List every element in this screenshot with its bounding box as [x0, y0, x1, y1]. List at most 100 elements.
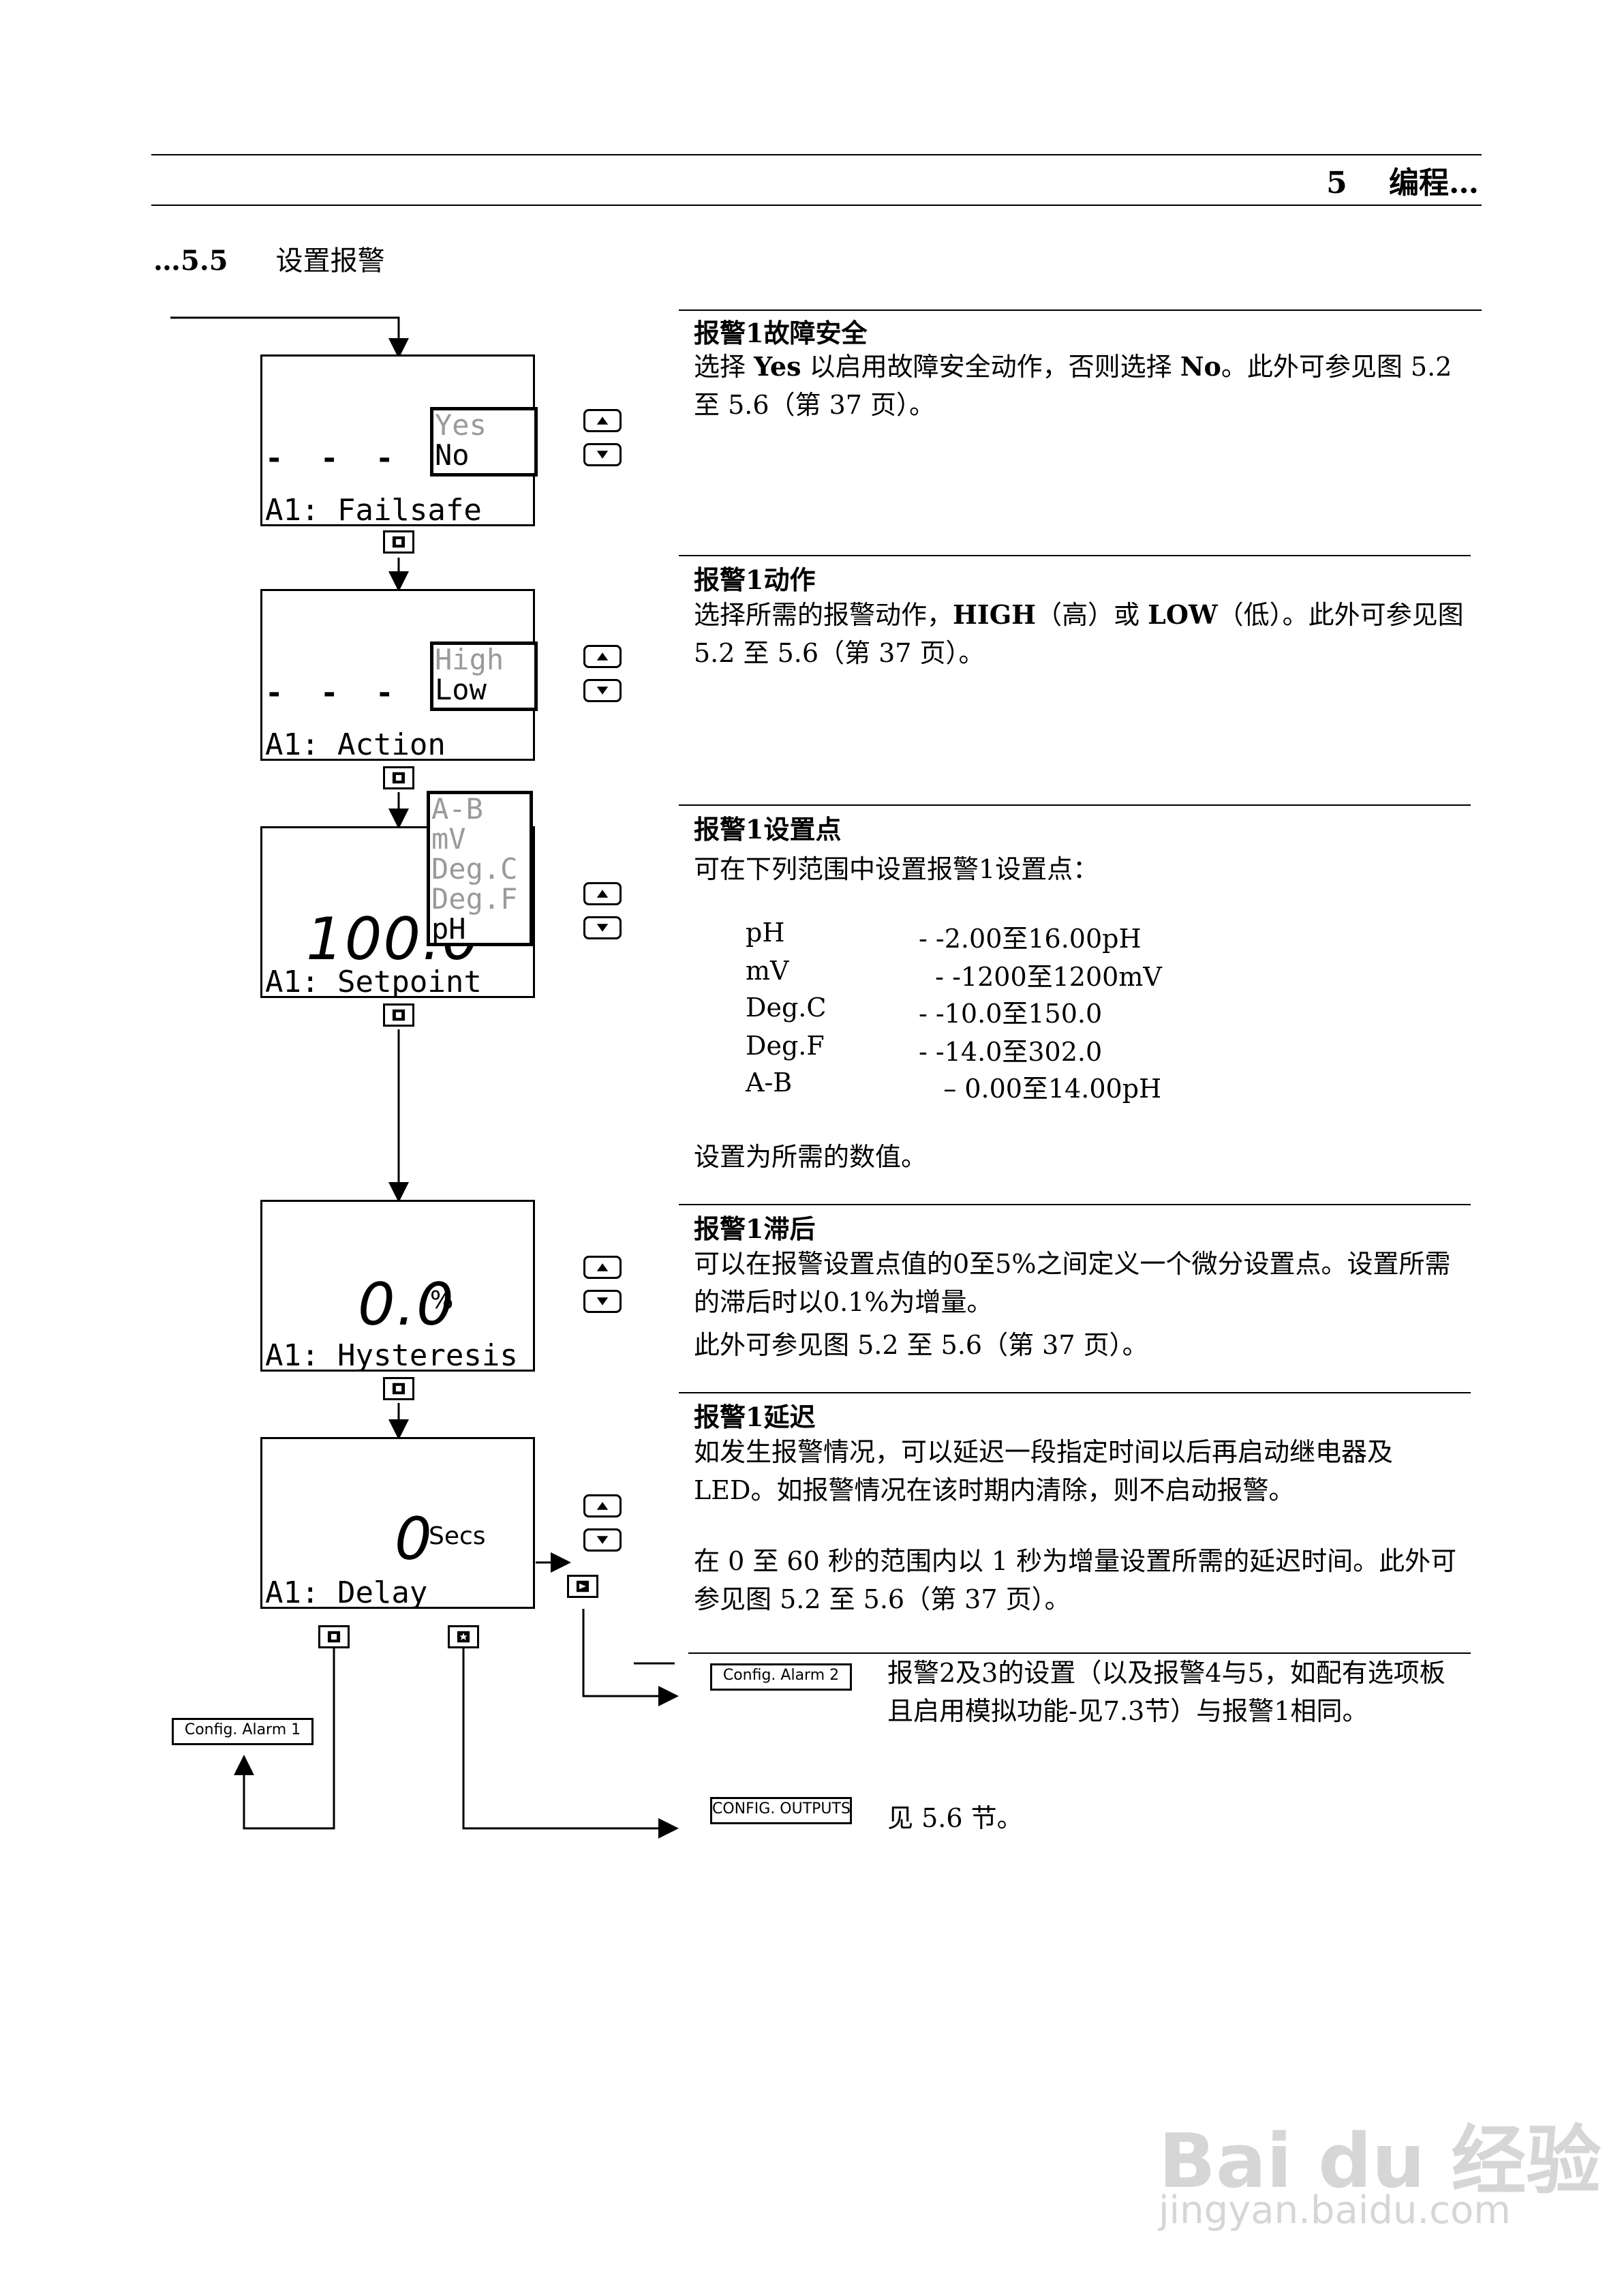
header-top-rule — [151, 154, 1482, 155]
hysteresis-unit: % — [430, 1286, 454, 1314]
range-unit: Deg.C — [746, 993, 827, 1023]
pane-text-delay: 如发生报警情况，可以延迟一段指定时间以后再启动继电器及LED。如报警情况在该时期… — [694, 1437, 1394, 1505]
pane-rule — [679, 1392, 1471, 1393]
running-header: 5 编程… — [1326, 158, 1479, 202]
enter-icon — [392, 772, 406, 784]
header-bottom-rule — [151, 205, 1482, 206]
menu-config-alarm-2[interactable]: Config. Alarm 2 — [710, 1663, 852, 1691]
range-unit: pH — [746, 918, 785, 948]
pane-title-failsafe: 报警1故障安全 — [694, 318, 868, 348]
enter-key[interactable] — [383, 530, 414, 554]
lcd-action: - - - - - High Low A1: Action — [260, 589, 538, 761]
up-key[interactable] — [583, 409, 622, 432]
pane-intro-setpoint: 可在下列范围中设置报警1设置点： — [694, 854, 1099, 884]
triangle-up-icon — [596, 890, 609, 898]
chapter-title: 编程… — [1389, 166, 1479, 200]
triangle-down-icon — [596, 686, 609, 695]
up-key[interactable] — [583, 645, 622, 668]
range-value: - -10.0至150.0 — [919, 999, 1103, 1029]
hysteresis-value: 0.0 — [358, 1271, 455, 1339]
range-value: – 0.00至14.00pH — [919, 1074, 1162, 1104]
pane-title-hysteresis: 报警1滞后 — [694, 1213, 816, 1244]
up-key[interactable] — [583, 1494, 622, 1517]
screen-label: A1: Setpoint — [265, 965, 482, 999]
range-value: - -2.00至16.00pH — [919, 924, 1142, 954]
setpoint-unit-options[interactable]: A-B mV Deg.C Deg.F pH — [427, 791, 533, 946]
chapter-number: 5 — [1326, 166, 1347, 200]
next-key[interactable] — [567, 1575, 598, 1598]
pane-text-action: 选择所需的报警动作，HIGH（高）或 LOW（低）。此外可参见图 5.2 至 5… — [694, 599, 1464, 668]
option-low[interactable]: Low — [435, 673, 487, 706]
pane-text-failsafe: 选择 Yes 以启用故障安全动作，否则选择 No。此外可参见图 5.2 至 5.… — [694, 351, 1452, 420]
option-deg-f[interactable]: Deg.F — [431, 882, 518, 916]
range-unit: Deg.F — [746, 1031, 825, 1061]
enter-key[interactable] — [383, 1377, 414, 1400]
range-unit: mV — [746, 956, 789, 986]
triangle-down-icon — [596, 451, 609, 459]
lcd-hysteresis: 0.0 % A1: Hysteresis — [260, 1200, 535, 1372]
pane-rule — [688, 1652, 1471, 1654]
delay-value: 0 — [395, 1505, 433, 1573]
enter-key[interactable] — [318, 1625, 350, 1648]
section-title: 设置报警 — [275, 245, 385, 277]
enter-key[interactable] — [383, 1003, 414, 1027]
up-key[interactable] — [583, 882, 622, 905]
range-unit: A-B — [746, 1068, 793, 1098]
enter-icon — [392, 1383, 406, 1395]
pane-title-delay: 报警1延迟 — [694, 1402, 816, 1432]
pane-title-setpoint: 报警1设置点 — [694, 814, 842, 845]
section-heading: …5.5 设置报警 — [153, 239, 385, 278]
enter-icon — [327, 1631, 341, 1643]
up-key[interactable] — [583, 1256, 622, 1279]
triangle-up-icon — [596, 1263, 609, 1271]
down-key[interactable] — [583, 916, 622, 939]
screen-label: A1: Delay — [265, 1575, 428, 1610]
pane-text-alarm2: 报警2及3的设置（以及报警4与5，如配有选项板且启用模拟功能-见7.3节）与报警… — [887, 1658, 1445, 1726]
pane-rule — [679, 1204, 1471, 1205]
pane-rule — [679, 804, 1471, 806]
pane-outro-setpoint: 设置为所需的数值。 — [694, 1142, 928, 1172]
triangle-up-icon — [596, 417, 609, 425]
action-options[interactable]: High Low — [430, 641, 538, 711]
section-number: …5.5 — [153, 245, 228, 277]
watermark-url: jingyan.baidu.com — [1159, 2188, 1511, 2233]
triangle-down-icon — [596, 1297, 609, 1305]
lcd-failsafe: - - - - - Yes No A1: Failsafe — [260, 354, 538, 528]
menu-config-outputs[interactable]: CONFIG. OUTPUTS — [710, 1797, 852, 1824]
enter-key[interactable] — [383, 766, 414, 789]
screen-label: A1: Hysteresis — [265, 1338, 518, 1373]
option-a-b[interactable]: A-B — [431, 792, 483, 826]
option-yes[interactable]: Yes — [435, 408, 487, 442]
option-high[interactable]: High — [435, 643, 504, 676]
menu-config-alarm-1[interactable]: Config. Alarm 1 — [172, 1718, 313, 1745]
range-value: - -14.0至302.0 — [919, 1037, 1103, 1067]
pane-text-outputs: 见 5.6 节。 — [887, 1803, 1023, 1833]
watermark-logo: Bai du 经验 — [1159, 2117, 1602, 2205]
star-key[interactable] — [448, 1625, 479, 1648]
pane-rule — [679, 309, 1482, 311]
down-key[interactable] — [583, 1290, 622, 1313]
down-key[interactable] — [583, 679, 622, 702]
pane-rule — [679, 555, 1471, 556]
enter-icon — [392, 1009, 406, 1021]
triangle-up-icon — [596, 652, 609, 661]
enter-icon — [392, 536, 406, 548]
pane-title-action: 报警1动作 — [694, 564, 816, 595]
star-icon — [457, 1631, 470, 1643]
pane-text-hysteresis: 可以在报警设置点值的0至5%之间定义一个微分设置点。设置所需的滞后时以0.1%为… — [694, 1249, 1451, 1317]
screen-label: A1: Failsafe — [265, 493, 482, 528]
triangle-down-icon — [596, 924, 609, 932]
delay-unit: Secs — [429, 1522, 486, 1550]
down-key[interactable] — [583, 443, 622, 466]
option-mv[interactable]: mV — [431, 822, 466, 856]
option-ph[interactable]: pH — [431, 912, 466, 946]
failsafe-options[interactable]: Yes No — [430, 407, 538, 477]
triangle-down-icon — [596, 1536, 609, 1544]
pane-ref-hysteresis: 此外可参见图 5.2 至 5.6（第 37 页）。 — [694, 1330, 1148, 1360]
range-value: - -1200至1200mV — [919, 962, 1162, 992]
triangle-up-icon — [596, 1502, 609, 1510]
pane-text2-delay: 在 0 至 60 秒的范围内以 1 秒为增量设置所需的延迟时间。此外可参见图 5… — [694, 1546, 1457, 1614]
option-no[interactable]: No — [435, 438, 470, 472]
option-deg-c[interactable]: Deg.C — [431, 852, 518, 886]
down-key[interactable] — [583, 1528, 622, 1552]
